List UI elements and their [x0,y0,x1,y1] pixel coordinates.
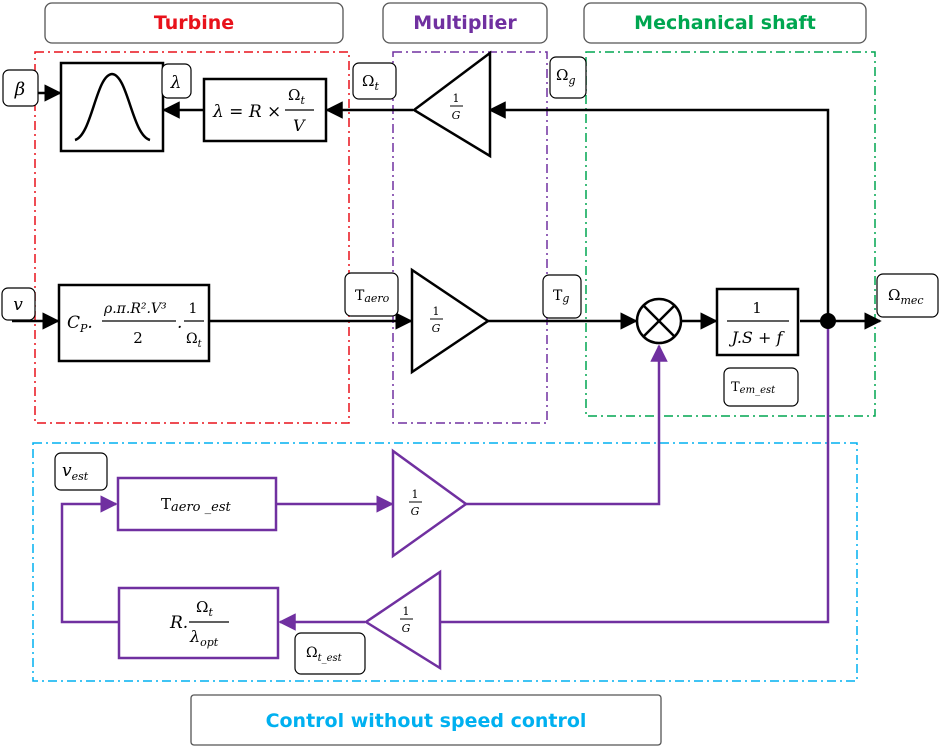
omega-ref-lhs: R. [169,613,188,633]
svg-text:Tem_est: Tem_est [731,380,776,396]
gain-top-num: 1 [453,92,460,105]
wind-label: v [1,287,36,321]
gain-lower-num: 1 [403,605,410,618]
omega-g-label: Ωg [549,56,587,99]
signal-lines [12,84,882,330]
taero-est-label: Taero _est [161,495,231,515]
gain-upper-den: G [411,505,420,518]
lambda-label: λ [161,63,192,99]
turbine-header-label: Turbine [154,12,234,34]
omega-g-feedback-line [488,101,830,320]
control-header: Control without speed control [190,694,662,746]
control-gain-lower: 1 G [363,569,442,671]
tem-est-line [466,344,668,506]
omega-t-label: Ωt [352,62,397,100]
lambda-eq-lhs: λ = R × [212,102,281,122]
omega-mec-to-control-line [439,320,830,624]
junction-dot [820,313,836,329]
wind-est-label: vest [54,452,108,491]
tf-num: 1 [752,299,762,317]
omega-mec-label: Ωmec [876,273,939,318]
multiplier-gain-mid: 1 G [410,267,491,375]
beta-label: β [2,69,39,107]
omega-t-est-label: Ωt_est [294,632,366,675]
omega-ref-block: R. Ωt λopt [117,586,280,660]
power-eq-one: 1 [189,301,198,317]
cp-curve-block [59,61,165,153]
gain-mid-num: 1 [433,305,440,318]
multiplier-header: Multiplier [382,2,548,44]
turbine-region [34,51,350,424]
power-eq-omega: Ωt [186,331,203,350]
shaft-header-label: Mechanical shaft [634,12,816,34]
svg-text:Ωt_est: Ωt_est [306,645,343,664]
control-gain-upper: 1 G [391,448,469,559]
cp-curve-icon [74,72,151,142]
power-eq-den: 2 [133,329,143,347]
gain-upper-num: 1 [412,488,419,501]
multiplier-gain-top: 1 G [411,50,492,159]
lambda-block: λ = R × Ωt V [202,77,328,143]
control-lines [60,320,830,631]
control-header-label: Control without speed control [266,710,587,732]
svg-text:Ωg: Ωg [556,66,575,87]
control-region [32,442,858,682]
gain-mid-den: G [432,322,441,335]
gain-lower-den: G [402,622,411,635]
svg-text:Ωt: Ωt [362,72,379,93]
power-eq-dot2: . [177,313,182,333]
shaft-region [585,51,876,417]
shaft-header: Mechanical shaft [583,2,867,44]
svg-text:Ωmec: Ωmec [888,286,924,307]
gain-top-den: G [452,109,461,122]
omega-ref-den: λopt [189,627,219,649]
taero-est-block: Taero _est [116,476,278,532]
svg-text:β: β [14,79,25,100]
summing-junction [635,297,683,345]
multiplier-header-label: Multiplier [413,12,517,34]
power-eq-num: ρ.π.R².V³ [103,301,167,317]
t-aero-label: Taero [344,272,399,317]
power-eq-cp: CP. [67,313,93,335]
omega-ref-num: Ωt [196,598,213,619]
wind-est-loop-line [60,495,118,624]
transfer-function-block: 1 J.S + f [715,287,800,357]
svg-text:v: v [13,295,23,315]
svg-text:vest: vest [62,461,89,483]
lambda-eq-den: V [293,116,306,135]
svg-text:Tg: Tg [553,288,569,305]
svg-text:Taero: Taero [355,288,390,305]
tf-den: J.S + f [729,328,786,347]
svg-text:λ: λ [170,73,182,93]
multiplier-region [392,51,548,424]
aero-torque-block: CP. ρ.π.R².V³ 2 . 1 Ωt [57,283,211,363]
lambda-eq-num: Ωt [288,86,305,107]
t-g-label: Tg [542,274,582,319]
tem-est-label: Tem_est [723,367,799,407]
turbine-header: Turbine [44,2,344,44]
